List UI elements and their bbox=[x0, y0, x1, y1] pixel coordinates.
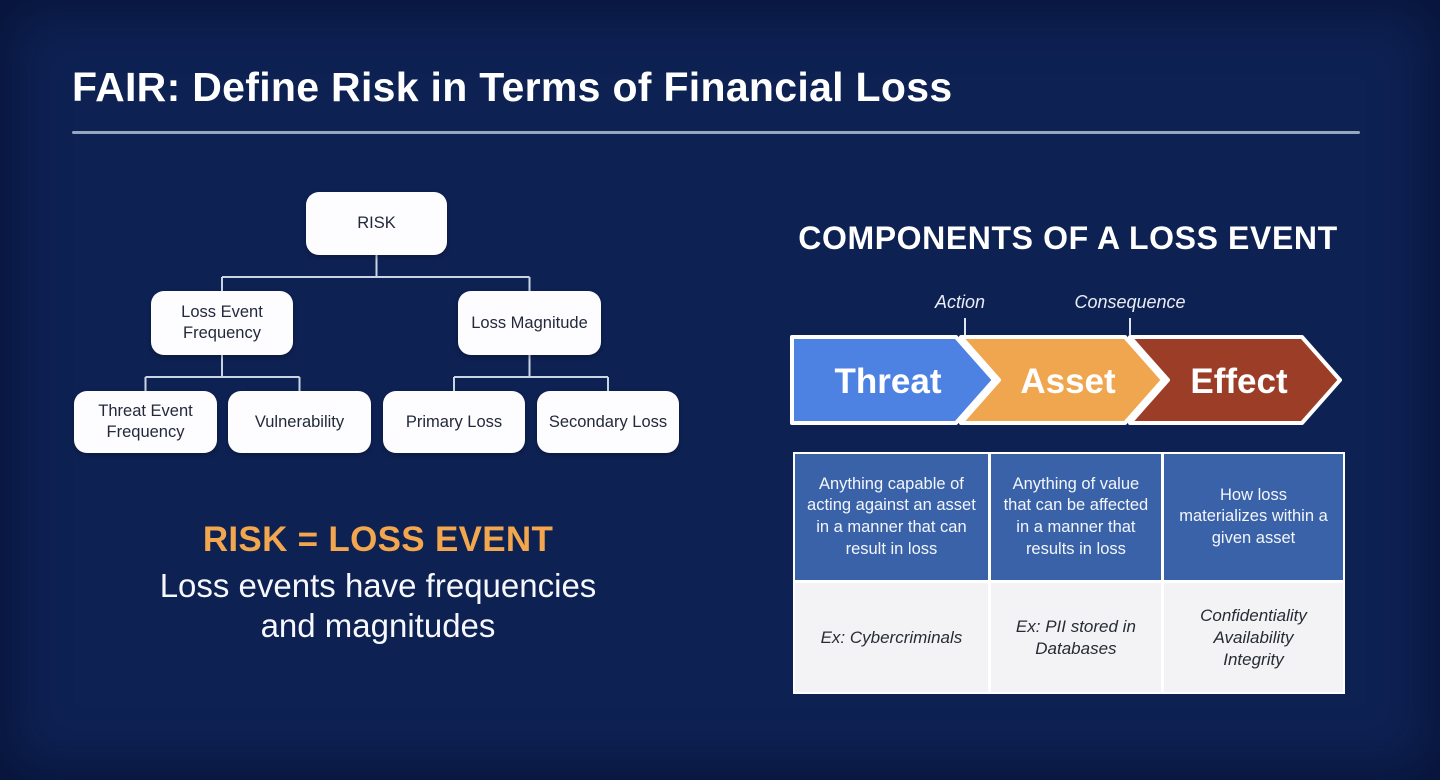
consequence-label: Consequence bbox=[1074, 292, 1186, 312]
tree-node-vulnerability-label: Vulnerability bbox=[254, 412, 345, 431]
threat-definition-cell: Anything capable of acting against an as… bbox=[795, 454, 988, 581]
asset-example-line-2: Databases bbox=[1035, 638, 1117, 658]
effect-example-line-3: Integrity bbox=[1223, 649, 1284, 669]
tree-node-loss-event-frequency: Loss Event Frequency bbox=[151, 291, 293, 355]
loss-event-arrow-bar: Threat Asset Effect bbox=[790, 335, 1342, 425]
tree-node-loss-magnitude: Loss Magnitude bbox=[458, 291, 601, 355]
asset-arrow-label: Asset bbox=[1020, 362, 1116, 401]
tree-node-loss-magnitude-label: Loss Magnitude bbox=[471, 313, 588, 332]
threat-definition-text: Anything capable of acting against an as… bbox=[807, 474, 976, 558]
tree-node-primary-loss-label: Primary Loss bbox=[405, 412, 503, 431]
risk-callout: RISK = LOSS EVENT Loss events have frequ… bbox=[72, 520, 684, 647]
asset-arrow-shape bbox=[959, 335, 1165, 425]
threat-arrow-label: Threat bbox=[835, 362, 942, 401]
tree-node-vulnerability: Vulnerability bbox=[228, 391, 371, 453]
asset-example-cell: Ex: PII stored in Databases bbox=[990, 583, 1161, 692]
tree-node-secondary-loss-label: Secondary Loss bbox=[548, 412, 668, 431]
risk-tree-diagram: RISK Loss Event Frequency Loss Magnitude… bbox=[64, 185, 704, 460]
tree-node-risk: RISK bbox=[306, 192, 447, 255]
action-tick-line bbox=[964, 318, 966, 335]
callout-line-1: Loss events have frequencies bbox=[159, 567, 597, 604]
asset-example-line-1: Ex: PII stored in bbox=[1015, 616, 1136, 636]
threat-example-line: Ex: Cybercriminals bbox=[820, 627, 963, 647]
asset-definition-text: Anything of value that can be affected i… bbox=[1003, 474, 1149, 558]
threat-arrow-shape bbox=[790, 335, 996, 425]
tree-node-threat-event-frequency-label: Threat Event Frequency bbox=[98, 402, 193, 441]
components-table: Anything capable of acting against an as… bbox=[793, 452, 1345, 694]
effect-definition-text: How loss materializes within a given ass… bbox=[1179, 485, 1328, 548]
tree-node-secondary-loss: Secondary Loss bbox=[537, 391, 679, 453]
tree-connector-lines bbox=[144, 255, 609, 391]
tree-node-loss-event-frequency-label: Loss Event Frequency bbox=[181, 303, 263, 342]
effect-definition-cell: How loss materializes within a given ass… bbox=[1163, 454, 1343, 581]
effect-example-line-2: Availability bbox=[1213, 627, 1294, 647]
tree-node-risk-label: RISK bbox=[357, 214, 396, 233]
slide-title: FAIR: Define Risk in Terms of Financial … bbox=[72, 64, 953, 110]
risk-equation: RISK = LOSS EVENT bbox=[202, 520, 554, 559]
components-heading: COMPONENTS OF A LOSS EVENT bbox=[798, 220, 1338, 256]
callout-line-2: and magnitudes bbox=[260, 607, 496, 645]
effect-example-cell: Confidentiality Availability Integrity bbox=[1163, 583, 1343, 692]
asset-definition-cell: Anything of value that can be affected i… bbox=[990, 454, 1161, 581]
tree-node-primary-loss: Primary Loss bbox=[383, 391, 525, 453]
tree-node-threat-event-frequency: Threat Event Frequency bbox=[74, 391, 217, 453]
action-label: Action bbox=[934, 292, 986, 312]
effect-arrow-shape bbox=[1128, 335, 1342, 425]
consequence-tick-line bbox=[1129, 318, 1131, 335]
effect-arrow-label: Effect bbox=[1190, 362, 1288, 401]
title-underline bbox=[72, 131, 1360, 134]
effect-example-line-1: Confidentiality bbox=[1200, 605, 1307, 625]
threat-example-cell: Ex: Cybercriminals bbox=[795, 583, 988, 692]
